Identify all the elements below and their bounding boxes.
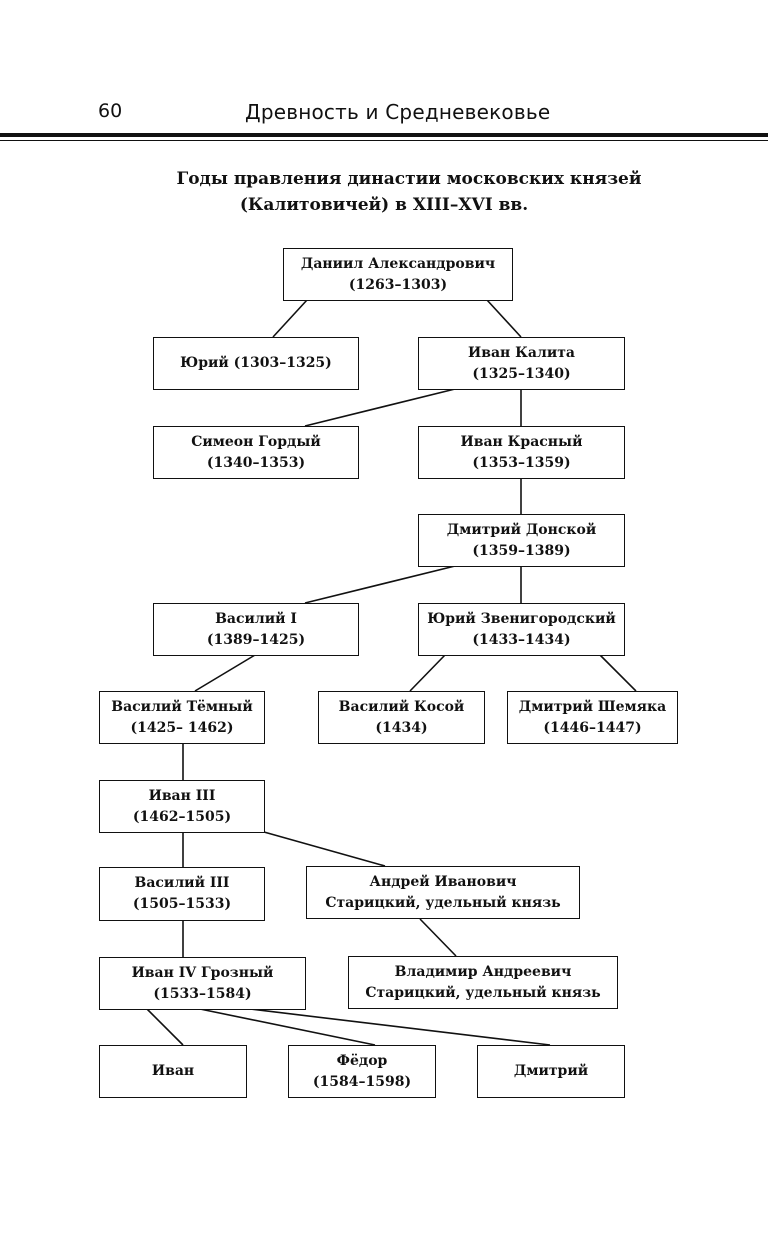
- node-name: Андрей Иванович: [369, 873, 517, 890]
- link-ivan-4-ivan: [146, 1008, 184, 1046]
- link-andrey-vladimir: [419, 918, 457, 957]
- node-name: Дмитрий: [513, 1063, 589, 1079]
- link-donskoy-vasily-1: [304, 565, 456, 604]
- node-name: Василий III: [134, 875, 230, 891]
- node-years: (1505–1533): [132, 896, 232, 912]
- node-name: Василий I: [215, 610, 297, 627]
- link-ivan-4-dmitry: [249, 1008, 551, 1046]
- node-years: (1462–1505): [132, 808, 232, 825]
- node-vasily-kosoy: Василий Косой (1434): [318, 691, 485, 744]
- node-name: Василий Косой: [338, 698, 465, 715]
- link-yuri-zven-shemyaka: [599, 654, 637, 692]
- node-vladimir-andreevich: Владимир Андреевич Старицкий, удельный к…: [348, 956, 618, 1009]
- node-dmitry-son: Дмитрий: [477, 1045, 625, 1098]
- node-name: Симеон Гордый: [191, 433, 321, 450]
- running-title: Древность и Средневековье: [245, 100, 551, 124]
- node-years: (1434): [375, 719, 428, 736]
- node-yuri: Юрий (1303–1325): [153, 337, 359, 390]
- header-rule-thick: [0, 133, 768, 137]
- node-ivan-son: Иван: [99, 1045, 247, 1098]
- node-ivan-krasny: Иван Красный (1353–1359): [418, 426, 625, 479]
- node-name: Иван Калита: [468, 344, 575, 361]
- node-name: Иван IV Грозный: [131, 964, 274, 981]
- node-ivan-kalita: Иван Калита (1325–1340): [418, 337, 625, 390]
- node-name: Юрий Звенигородский: [427, 610, 616, 627]
- node-vasily-temny: Василий Тёмный (1425– 1462): [99, 691, 265, 744]
- node-simeon: Симеон Гордый (1340–1353): [153, 426, 359, 479]
- link-ivan-kalita-simeon: [304, 388, 456, 427]
- node-vasily-1: Василий I (1389–1425): [153, 603, 359, 656]
- node-vasily-3: Василий III (1505–1533): [99, 867, 265, 921]
- node-name: Владимир Андреевич: [394, 963, 572, 980]
- node-daniil: Даниил Александрович (1263–1303): [283, 248, 513, 301]
- node-ivan-3: Иван III (1462–1505): [99, 780, 265, 833]
- node-title: Старицкий, удельный князь: [325, 894, 561, 911]
- node-years: (1433–1434): [472, 631, 571, 648]
- page-number: 60: [98, 100, 123, 122]
- node-name: Фёдор: [336, 1052, 388, 1069]
- node-name: Дмитрий Донской: [446, 521, 597, 538]
- node-dmitry-donskoy: Дмитрий Донской (1359–1389): [418, 514, 625, 567]
- link-daniil-yuri: [272, 299, 308, 338]
- node-name: Дмитрий Шемяка: [518, 698, 667, 715]
- link-ivan-3-andrey: [263, 831, 386, 867]
- node-name: Юрий (1303–1325): [180, 355, 332, 371]
- node-years: (1263–1303): [348, 276, 448, 293]
- node-years: (1533–1584): [153, 985, 252, 1002]
- node-ivan-4: Иван IV Грозный (1533–1584): [99, 957, 306, 1010]
- link-daniil-ivan-kalita: [486, 299, 522, 338]
- node-name: Даниил Александрович: [300, 255, 496, 272]
- node-years: (1389–1425): [206, 631, 306, 648]
- node-years: (1325–1340): [472, 365, 571, 382]
- diagram-title: Годы правления династии московских князе…: [0, 166, 768, 218]
- node-years: (1359–1389): [472, 542, 571, 559]
- node-years: (1340–1353): [206, 454, 306, 471]
- link-ivan-4-fedor: [199, 1008, 376, 1046]
- node-name: Иван Красный: [460, 433, 583, 450]
- node-years: (1425– 1462): [130, 719, 234, 736]
- link-vasily-1-temny: [194, 654, 256, 692]
- node-fedor: Фёдор (1584–1598): [288, 1045, 436, 1098]
- node-dmitry-shemyaka: Дмитрий Шемяка (1446–1447): [507, 691, 678, 744]
- diagram-title-line2: (Калитовичей) в XIII–XVI вв.: [239, 195, 529, 215]
- node-years: (1353–1359): [472, 454, 571, 471]
- diagram-title-line1: Годы правления династии московских князе…: [176, 169, 642, 189]
- node-yuri-zvenigorodsky: Юрий Звенигородский (1433–1434): [418, 603, 625, 656]
- node-name: Иван: [151, 1063, 195, 1079]
- node-andrey-ivanovich: Андрей Иванович Старицкий, удельный княз…: [306, 866, 580, 919]
- node-years: (1584–1598): [312, 1073, 412, 1090]
- node-years: (1446–1447): [543, 719, 642, 736]
- node-name: Василий Тёмный: [111, 698, 253, 715]
- header-rule-thin: [0, 140, 768, 141]
- link-yuri-zven-kosoy: [409, 654, 446, 692]
- node-name: Иван III: [148, 787, 216, 804]
- node-title: Старицкий, удельный князь: [365, 984, 601, 1001]
